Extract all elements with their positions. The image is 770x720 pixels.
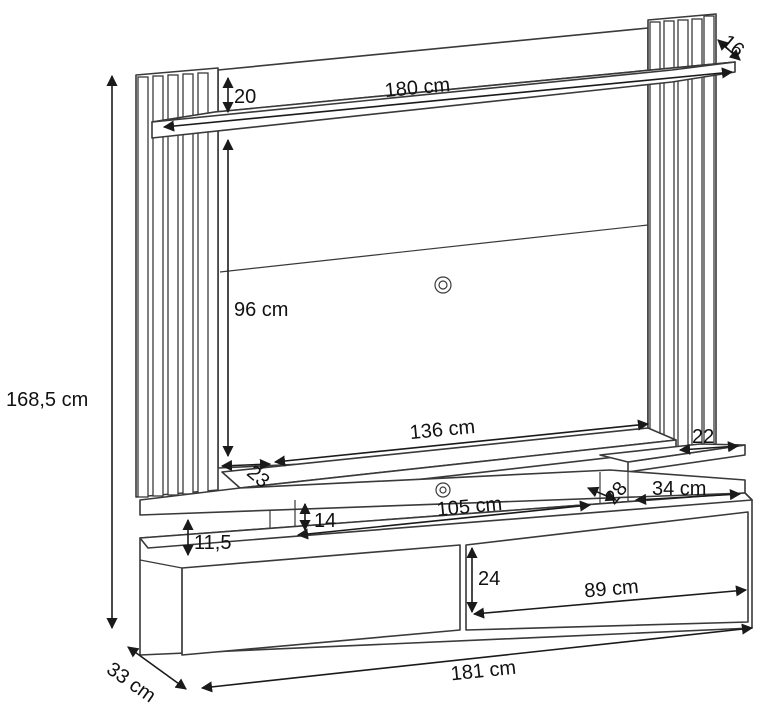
label-side-shelf-depth: 22 — [692, 426, 714, 448]
label-top-shelf-thickness: 20 — [234, 86, 256, 108]
label-panel-height: 96 cm — [234, 299, 288, 321]
cable-hole-lower — [435, 482, 451, 498]
label-base-top-thickness: 11,5 — [194, 532, 231, 554]
label-niche-height: 14 — [314, 510, 336, 532]
cable-hole-upper — [434, 276, 452, 294]
panel-divider-line — [219, 224, 649, 273]
label-slat-depth: 16 — [717, 31, 748, 62]
label-total-depth: 33 cm — [102, 658, 159, 707]
label-drawer-width: 89 cm — [583, 576, 639, 603]
label-right-niche-width: 34 cm — [652, 478, 706, 500]
dim-line-right-niche-width — [634, 488, 742, 506]
dim-line-slat-depth — [717, 39, 741, 61]
label-total-height: 168,5 cm — [6, 389, 88, 411]
dim-line-side-shelf-depth — [678, 441, 740, 455]
cable-hole-upper-inner — [438, 280, 448, 290]
dim-line-drawer-width — [472, 585, 748, 619]
cable-hole-lower-inner — [439, 486, 447, 494]
dim-line-total-depth — [127, 646, 187, 690]
dim-line-total-width — [200, 623, 754, 693]
dim-line-center-niche-width — [296, 500, 592, 540]
dim-line-top-shelf-width — [162, 67, 734, 132]
dimension-lines — [106, 39, 754, 693]
dim-line-tv-shelf-depth — [220, 458, 272, 472]
dim-line-tv-shelf-width — [273, 419, 650, 467]
label-drawer-height: 24 — [478, 568, 500, 590]
dim-line-niche-depth — [586, 486, 618, 502]
label-total-width: 181 cm — [450, 657, 518, 686]
